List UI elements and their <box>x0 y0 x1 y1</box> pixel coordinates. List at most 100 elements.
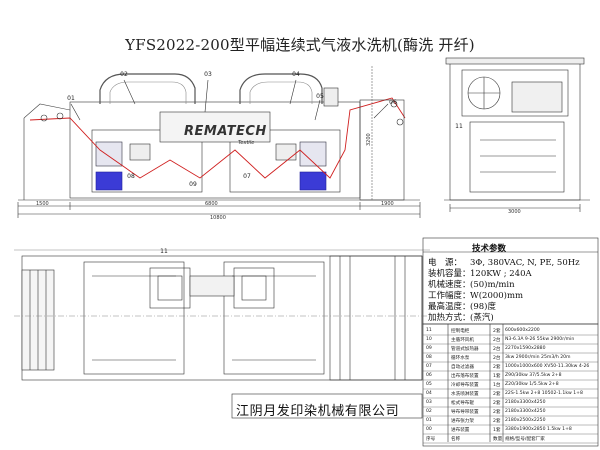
spec-row: 加热方式：(蒸汽) <box>428 311 494 323</box>
spec-header: 技术参数 <box>472 244 507 254</box>
company-logo: REMATECH <box>184 124 267 139</box>
bom-name: 主循环风机 <box>451 338 474 343</box>
bom-no: 05 <box>426 382 432 387</box>
dim-1500: 1500 <box>36 201 49 207</box>
plan-outline <box>21 255 423 381</box>
air-duct-left-inner <box>109 81 187 104</box>
bom-no: 01 <box>426 418 432 423</box>
spec-label: 装机容量： <box>428 269 471 279</box>
bom-qty: 1套 <box>493 428 501 433</box>
spec-value: 120KW ; 240A <box>470 269 532 279</box>
bom-name: 进布装置 <box>451 428 470 433</box>
bom-no: 09 <box>426 346 432 351</box>
plan-fan-right <box>233 267 275 309</box>
central-panel <box>159 111 271 143</box>
bom-qty: 2套 <box>493 419 501 424</box>
side-lower-body <box>469 121 565 193</box>
bom-spec: Z90/30kw 37/5.5kw 2+8 <box>505 373 562 378</box>
spec-value: W(2000)mm <box>470 291 524 301</box>
bom-name: 管道式加热器 <box>451 347 479 352</box>
bom-qty: 2套 <box>493 410 501 415</box>
callout-11-plan: 11 <box>160 248 168 255</box>
bom-name: 冷却导布装置 <box>451 383 479 388</box>
fabric-path <box>29 97 406 179</box>
bom-spec: 3kw 2900r/min 25m3/h 20m <box>505 355 571 360</box>
side-fan-box <box>461 69 569 117</box>
bom-qty: 数量 <box>493 437 503 442</box>
entry-roller-a <box>40 114 48 122</box>
dim-6800: 6800 <box>205 201 218 207</box>
bom-qty: 1台 <box>493 383 501 388</box>
bom-row: 02 导布导带装置 2套 2180x3300x4250 <box>423 407 598 416</box>
bom-name: 控制电柜 <box>451 329 470 334</box>
bom-name: 进布张力架 <box>451 419 474 424</box>
callout-07: 07 <box>243 173 251 180</box>
bom-spec: 2180x3300x4250 <box>505 409 546 414</box>
spec-row: 机械速度：(50)m/min <box>428 278 515 290</box>
bom-no: 02 <box>426 409 432 414</box>
bom-spec: 2180x2500x2250 <box>505 418 546 423</box>
spec-label: 工作幅度： <box>428 291 471 301</box>
bom-name: 自动过滤器 <box>451 365 474 370</box>
bom-spec: 3380x1900x2850 1.5kw 1+8 <box>505 427 572 432</box>
spec-label: 电 源： <box>428 258 463 268</box>
heater-right-bottom <box>299 171 327 191</box>
callout-05: 05 <box>316 93 324 100</box>
bom-qty: 1套 <box>493 374 501 379</box>
wash-chamber-left <box>91 129 203 193</box>
wash-chamber-right <box>229 129 341 193</box>
bom-row: 序号名称数量规格/型号/配套厂家 <box>423 434 598 443</box>
bom-row: 09 管道式加热器 2台 2270x1590x2880 <box>423 344 598 353</box>
spec-label: 最高温度： <box>428 302 471 312</box>
exit-roll-housing <box>323 87 339 107</box>
side-top-rail <box>445 57 585 65</box>
bom-qty: 2台 <box>493 356 501 361</box>
bom-no: 序号 <box>426 437 436 442</box>
bom-spec: 600x600x2200 <box>505 328 540 333</box>
exit-roller-a <box>390 100 398 108</box>
bom-qty: 2套 <box>493 329 501 334</box>
bom-spec: Z20/30kw 1/5.5kw 2+8 <box>505 382 559 387</box>
bom-name: 水洗喷淋装置 <box>451 392 479 397</box>
exit-stand <box>359 99 405 201</box>
callout-11-side: 11 <box>455 123 463 130</box>
spec-row: 电 源： 3Φ, 380VAC, N, PE, 50Hz <box>428 256 580 268</box>
callout-01: 01 <box>67 95 75 102</box>
heater-mid-left <box>129 143 151 161</box>
plan-exit-rolls <box>329 255 423 381</box>
dim-3200: 3200 <box>366 133 372 146</box>
entry-frame <box>23 103 71 119</box>
bom-spec: 2270x1590x2880 <box>505 346 546 351</box>
spec-value: (98)度 <box>470 302 496 312</box>
heater-mid-right <box>275 143 297 161</box>
callout-03: 03 <box>204 71 212 78</box>
bom-name: 出布落布装置 <box>451 374 479 379</box>
spec-value: (蒸汽) <box>470 313 494 323</box>
spec-label: 机械速度： <box>428 280 471 290</box>
bom-no: 08 <box>426 355 432 360</box>
drawing-title: YFS2022-200型平幅连续式气液水洗机(酶洗 开纤) <box>125 36 475 54</box>
spec-value: 3Φ, 380VAC, N, PE, 50Hz <box>470 258 580 268</box>
bom-name: 循环水泵 <box>451 356 470 361</box>
plan-unit-right <box>223 261 325 375</box>
heater-left-bottom <box>95 171 123 191</box>
plan-fan-left-inner <box>157 275 183 301</box>
bom-name: 松式导布辊 <box>451 401 474 406</box>
bom-no: 11 <box>426 328 432 333</box>
side-frame <box>449 59 581 201</box>
bom-qty: 2套 <box>493 401 501 406</box>
side-heater <box>511 81 563 113</box>
bom-name: 导布导带装置 <box>451 410 479 415</box>
callout-06: 06 <box>389 99 397 106</box>
bom-qty: 2台 <box>493 338 501 343</box>
bom-qty: 2台 <box>493 347 501 352</box>
logo-text: REMATECH <box>184 124 267 139</box>
bom-row: 01 进布张力架 2套 2180x2500x2250 <box>423 416 598 425</box>
plan-duct-link <box>189 275 235 297</box>
bom-no: 03 <box>426 400 432 405</box>
